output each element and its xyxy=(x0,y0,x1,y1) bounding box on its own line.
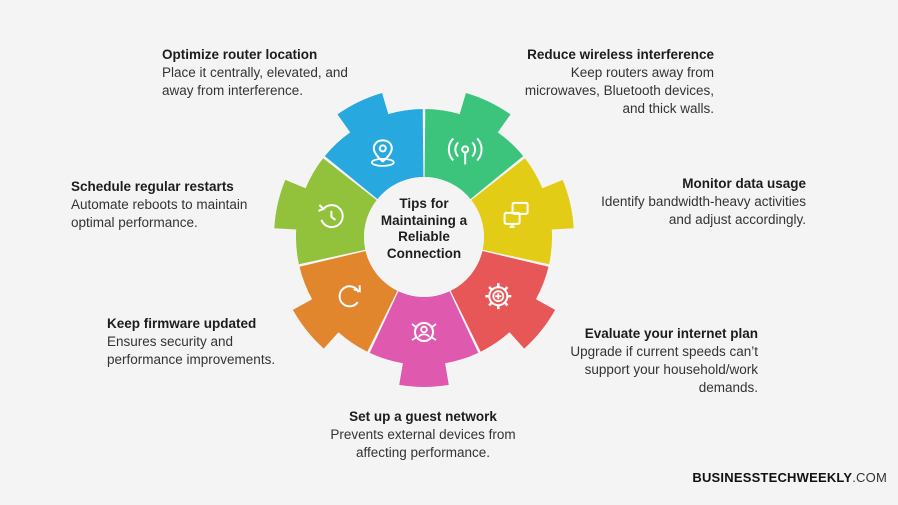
tip-title: Reduce wireless interference xyxy=(527,47,714,62)
wifi-signal-icon xyxy=(447,137,483,165)
tip-description: Ensures security and performance improve… xyxy=(107,334,276,367)
gear-hub xyxy=(364,177,484,297)
tip-description: Keep routers away from microwaves, Bluet… xyxy=(524,65,714,116)
user-network-icon xyxy=(411,322,437,342)
tip-firmware-updated: Keep firmware updated Ensures security a… xyxy=(107,315,275,369)
gear-segment-data-usage xyxy=(471,158,574,265)
tip-description: Place it centrally, elevated, and away f… xyxy=(162,65,348,98)
brand-name: BUSINESSTECHWEEKLY xyxy=(692,470,853,485)
tip-monitor-data-usage: Monitor data usage Identify bandwidth-he… xyxy=(601,175,806,229)
tip-title: Evaluate your internet plan xyxy=(584,326,758,341)
brand-watermark: BUSINESSTECHWEEKLY.COM xyxy=(692,470,887,485)
gear-hub-label: Tips for Maintaining a Reliable Connecti… xyxy=(380,196,468,261)
tip-reduce-interference: Reduce wireless interference Keep router… xyxy=(525,46,714,118)
map-pin-icon xyxy=(370,139,395,167)
refresh-icon xyxy=(338,285,361,308)
tip-description: Upgrade if current speeds can’t support … xyxy=(570,344,758,395)
tip-evaluate-internet-plan: Evaluate your internet plan Upgrade if c… xyxy=(570,325,758,397)
tip-router-location: Optimize router location Place it centra… xyxy=(162,46,348,100)
tip-description: Identify bandwidth-heavy activities and … xyxy=(601,194,806,227)
tip-description: Automate reboots to maintain optimal per… xyxy=(71,197,248,230)
tip-description: Prevents external devices from affecting… xyxy=(330,427,516,460)
gear-segment-guest-network xyxy=(369,291,479,387)
gear-plus-icon xyxy=(485,283,512,310)
tip-title: Monitor data usage xyxy=(682,176,806,191)
brand-suffix: .COM xyxy=(852,470,887,485)
gear-segment-internet-plan xyxy=(450,251,556,352)
gear-segment-restarts xyxy=(274,158,377,265)
clock-cycle-icon xyxy=(318,204,344,229)
gear-segment-firmware xyxy=(292,251,398,352)
devices-icon xyxy=(503,201,529,228)
tip-regular-restarts: Schedule regular restarts Automate reboo… xyxy=(71,178,247,232)
tip-title: Keep firmware updated xyxy=(107,316,257,331)
tip-title: Schedule regular restarts xyxy=(71,179,234,194)
tip-guest-network: Set up a guest network Prevents external… xyxy=(318,408,528,462)
tip-title: Optimize router location xyxy=(162,47,318,62)
tip-title: Set up a guest network xyxy=(349,409,497,424)
